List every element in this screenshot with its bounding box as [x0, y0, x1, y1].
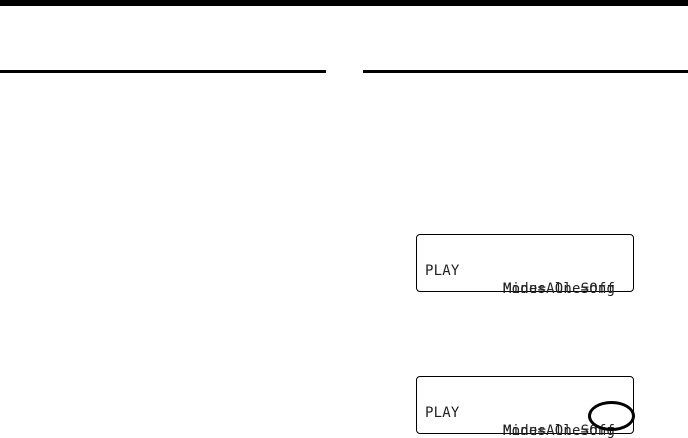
lcd-mode-text: Mode=All Song	[503, 281, 616, 297]
lcd-play-label: PLAY	[425, 263, 460, 279]
right-column-rule	[363, 70, 688, 73]
left-column-rule	[0, 70, 326, 73]
lcd-line-1: PLAY Mode=All Song	[425, 386, 615, 438]
lcd-line-1: PLAY Mode=All Song	[425, 244, 615, 316]
lcd-display-after: PLAY Mode=All Song Minus One=Off	[416, 376, 635, 438]
lcd-play-label: PLAY	[425, 405, 460, 421]
top-rule	[0, 0, 688, 6]
lcd-minus-one-text: Minus One=Off	[503, 281, 616, 297]
value-highlight-circle	[588, 401, 635, 431]
lcd-display-before: PLAY Mode=All Song Minus One=Off	[416, 234, 634, 297]
lcd-line-2: Minus One=Off	[425, 404, 615, 438]
lcd-line-2: Minus One=Off	[425, 262, 615, 316]
